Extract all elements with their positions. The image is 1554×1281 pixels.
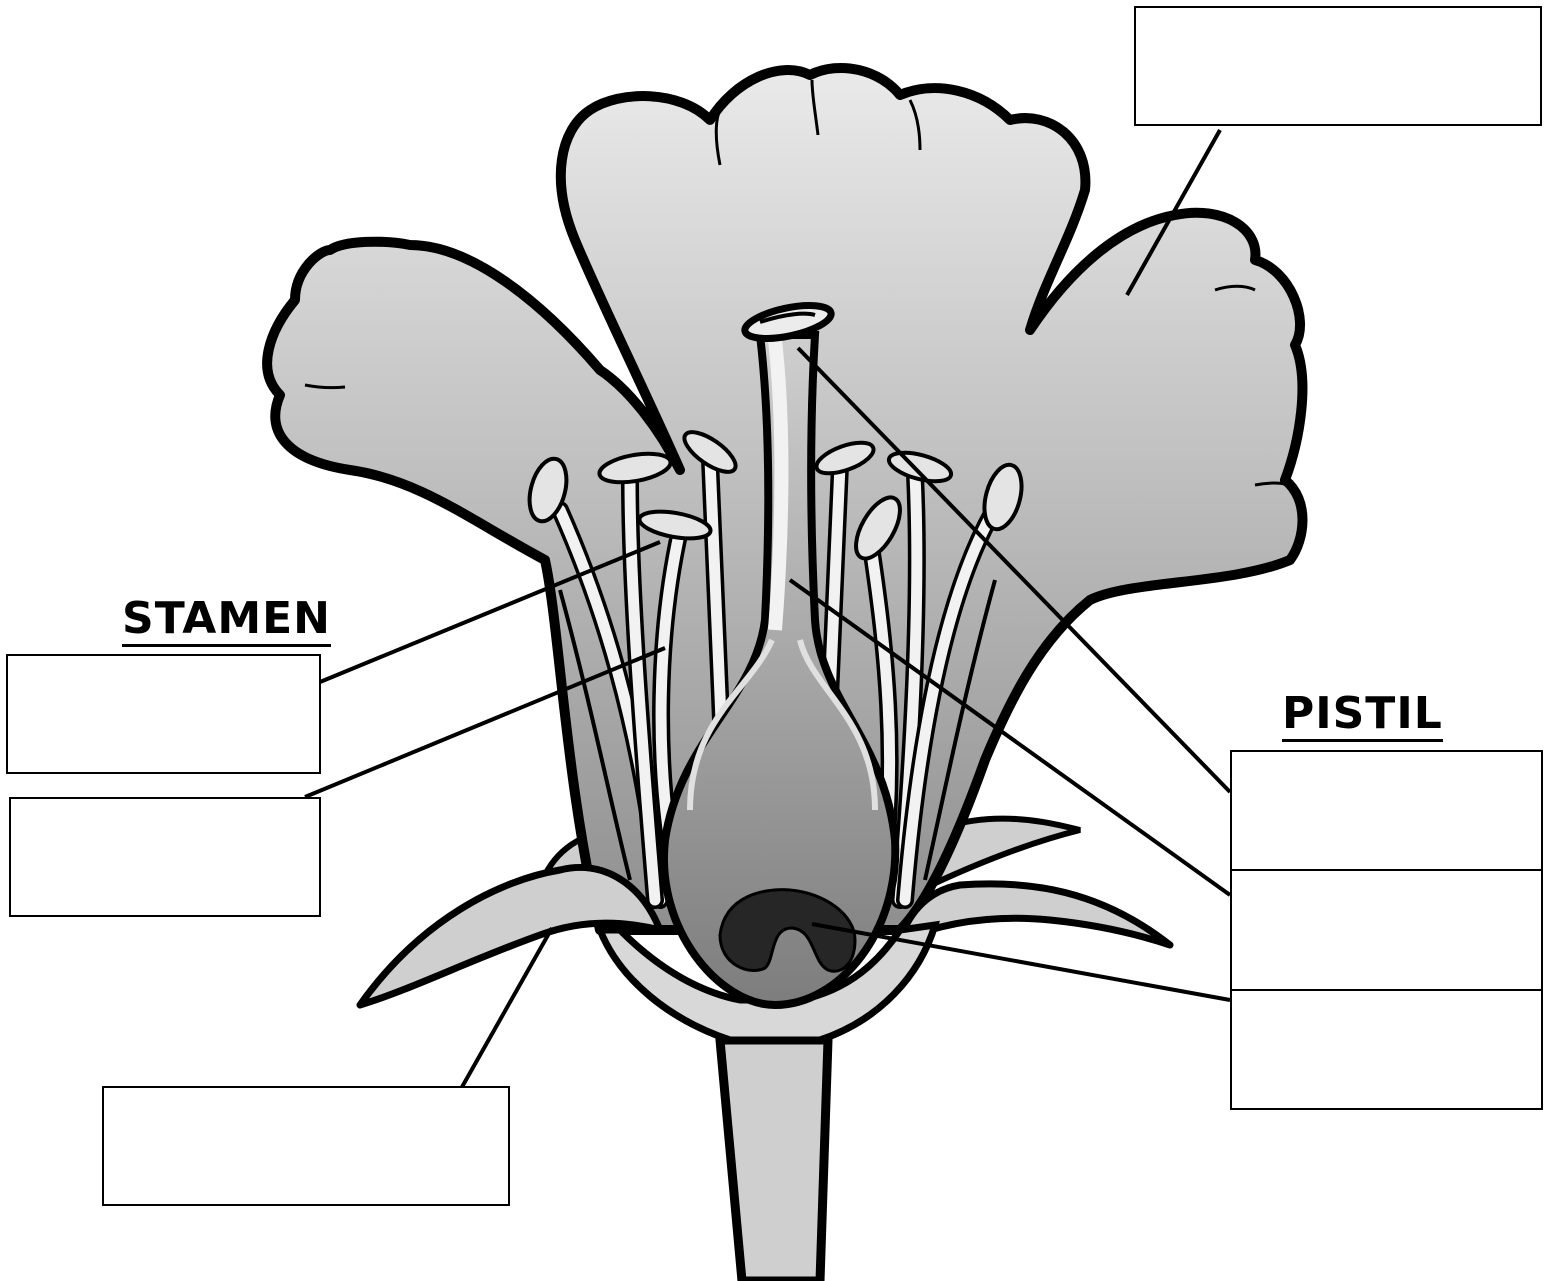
style-label-box[interactable]	[1230, 869, 1543, 991]
sepal-front-right	[900, 884, 1170, 945]
anther-label-box[interactable]	[6, 654, 321, 774]
ovary-label-box[interactable]	[1230, 989, 1543, 1110]
pistil-heading: PISTIL	[1282, 691, 1443, 742]
filament-label-box[interactable]	[9, 797, 321, 917]
petal-label-box[interactable]	[1134, 6, 1542, 126]
sepal-label-box[interactable]	[102, 1086, 510, 1206]
stem	[720, 1040, 828, 1281]
stamen-heading: STAMEN	[122, 596, 331, 647]
stigma-label-box[interactable]	[1230, 750, 1543, 871]
